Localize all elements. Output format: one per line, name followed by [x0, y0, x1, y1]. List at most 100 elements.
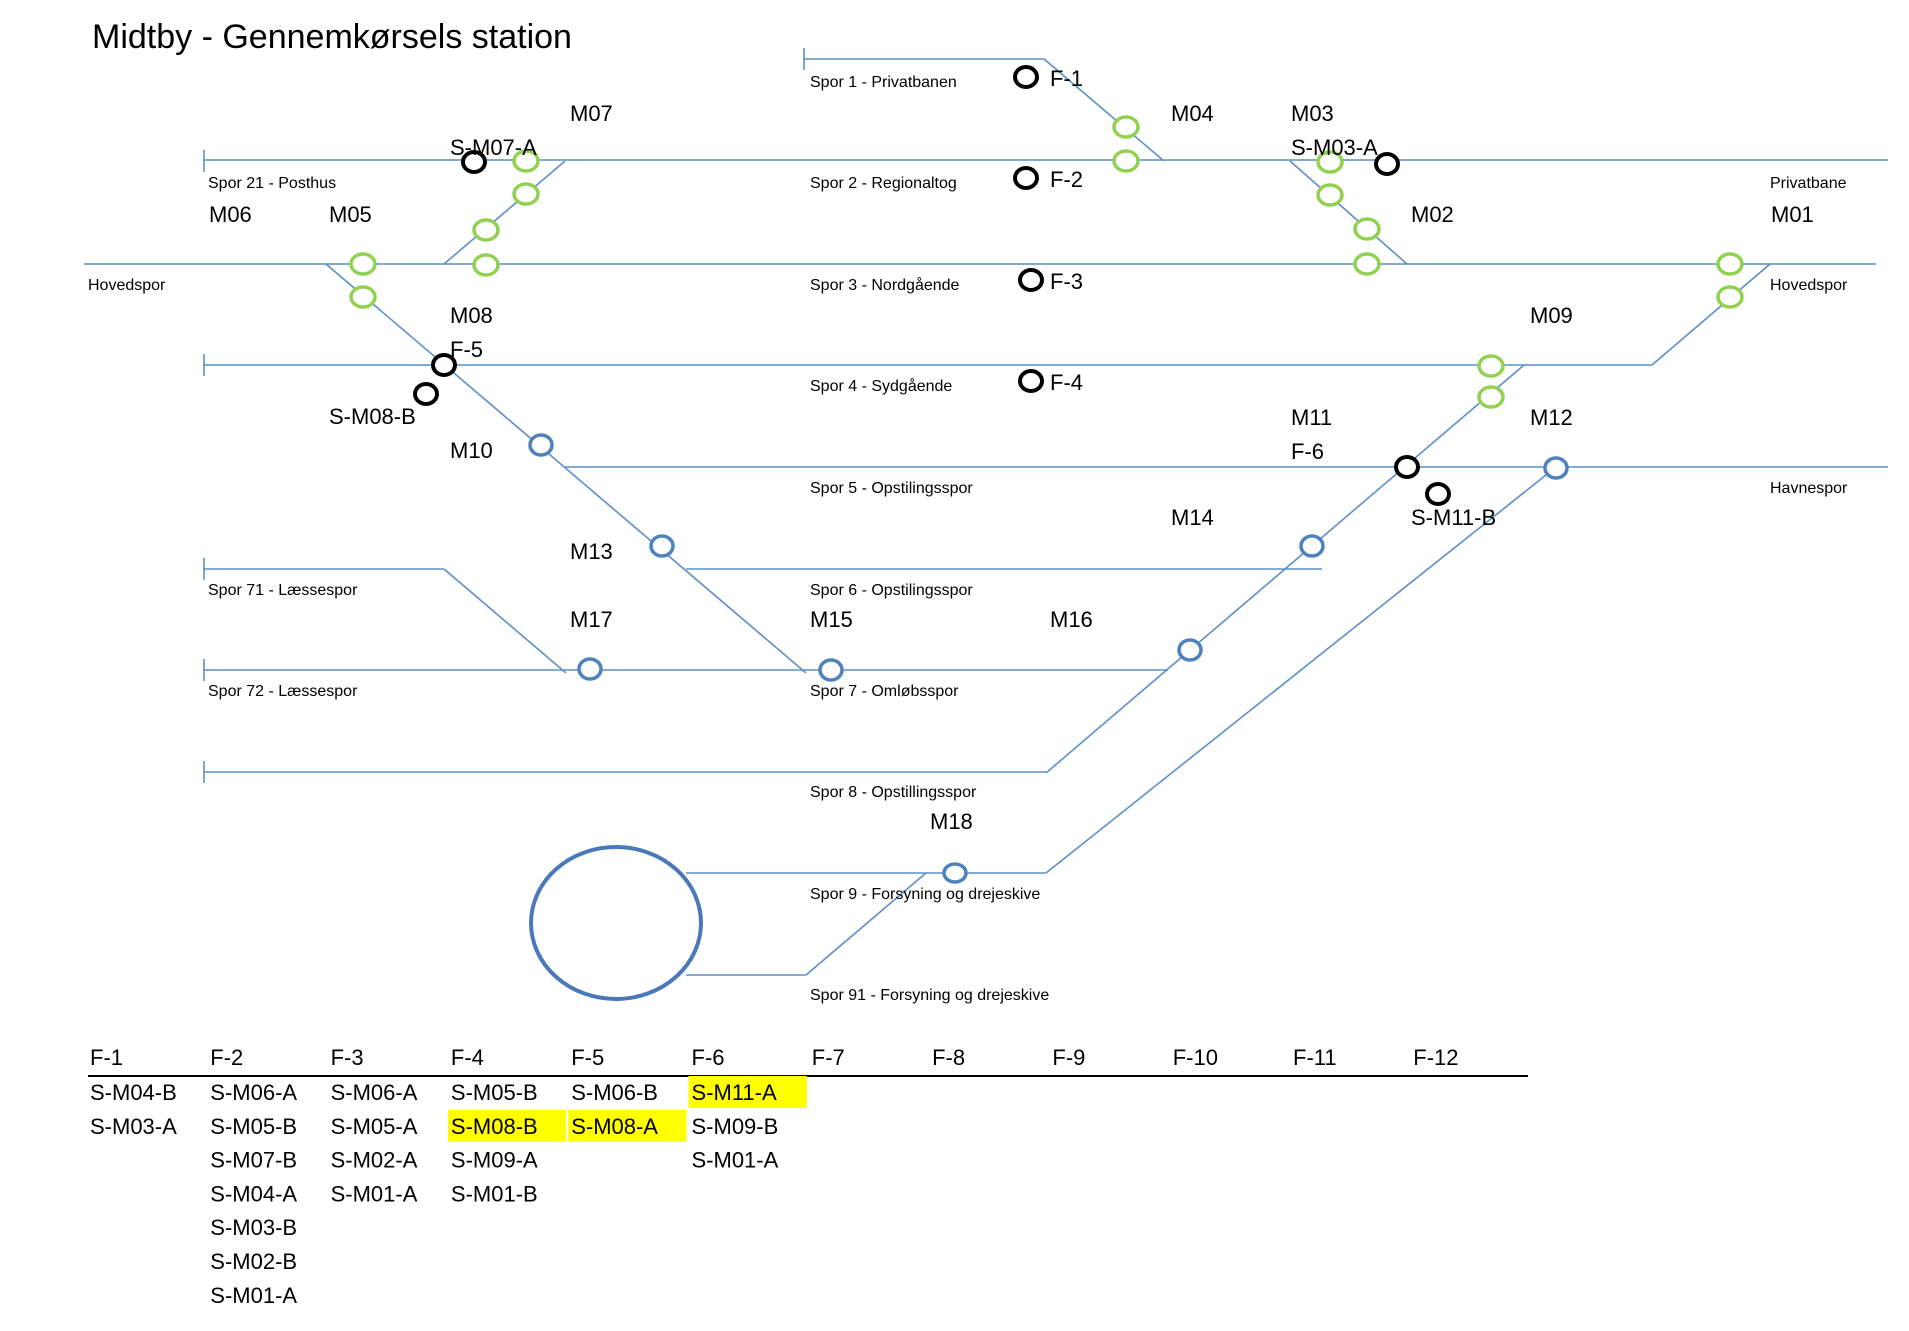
switch-label-m07: M07 [570, 101, 613, 126]
signal-f1-marker[interactable] [1013, 65, 1039, 89]
track-label-spor5: Spor 5 - Opstilingsspor [810, 480, 973, 497]
table-header-f-1: F-1 [90, 1045, 123, 1070]
page-title: Midtby - Gennemkørsels station [92, 18, 572, 56]
side-label-privatbane: Privatbane [1770, 175, 1847, 192]
switch-m04-marker[interactable] [1112, 149, 1140, 173]
table-header-f-2: F-2 [210, 1045, 243, 1070]
signal-label-f4: F-4 [1050, 370, 1083, 395]
table-cell: S-M06-A [331, 1080, 418, 1105]
switch-m18-marker[interactable] [942, 862, 968, 884]
switch-m05-marker[interactable] [472, 218, 500, 242]
switch-m02-marker[interactable] [1353, 252, 1381, 276]
switch-m02-marker[interactable] [1353, 217, 1381, 241]
signal-s-m07-a-marker[interactable] [461, 150, 487, 174]
signal-f6-marker[interactable] [1394, 455, 1420, 479]
signal-f2-marker[interactable] [1013, 166, 1039, 190]
signal-s-m03-a-marker[interactable] [1374, 152, 1400, 176]
switch-labels: M01 M02 M03 M04 M05 M06 M07 M08 M09 M10 … [209, 101, 1814, 834]
table-cell: S-M05-B [210, 1114, 297, 1139]
switch-m01-marker[interactable] [1716, 252, 1744, 276]
table-cell: S-M02-A [331, 1148, 418, 1173]
switch-label-m05: M05 [329, 202, 372, 227]
switch-label-m12: M12 [1530, 405, 1573, 430]
table-cell-highlight [447, 1109, 567, 1142]
table-header-f-6: F-6 [692, 1045, 725, 1070]
table-header-f-7: F-7 [812, 1045, 845, 1070]
switch-m07-marker[interactable] [512, 149, 540, 173]
table-header-f-9: F-9 [1052, 1045, 1085, 1070]
switch-m09-marker[interactable] [1477, 354, 1505, 378]
signal-s-m08-b-marker[interactable] [413, 382, 439, 406]
signal-s-m11-b-marker[interactable] [1425, 482, 1451, 506]
track-m06-diagonal [325, 263, 807, 674]
side-label-hovedspor-left: Hovedspor [88, 277, 166, 294]
track-m12-diagonal [1045, 466, 1557, 874]
track-lines [84, 48, 1888, 976]
signal-labels: F-1 F-2 F-3 F-4 F-5 F-6 S-M07-A S-M03-A … [329, 66, 1496, 530]
track-label-spor72: Spor 72 - Læssespor [208, 683, 358, 700]
track-spor91-connector [805, 872, 927, 976]
switch-m15-marker[interactable] [818, 658, 844, 682]
table-cell: S-M04-A [210, 1181, 297, 1206]
switch-m09-marker[interactable] [1477, 385, 1505, 409]
signal-f5-marker[interactable] [431, 353, 457, 377]
table-header-f-8: F-8 [932, 1045, 965, 1070]
track-label-spor1: Spor 1 - Privatbanen [810, 74, 957, 91]
switch-label-m04: M04 [1171, 101, 1214, 126]
side-labels: Hovedspor Hovedspor Privatbane Havnespor [88, 175, 1848, 497]
switch-m13-marker[interactable] [649, 534, 675, 558]
table-cell: S-M07-B [210, 1148, 297, 1173]
switch-markers-blue [528, 433, 1569, 884]
switch-m01-marker[interactable] [1716, 285, 1744, 309]
switch-label-m18: M18 [930, 809, 973, 834]
switch-label-m11: M11 [1291, 405, 1332, 430]
table-cell: S-M09-A [451, 1148, 538, 1173]
switch-m07-marker[interactable] [512, 182, 540, 206]
track-label-spor8: Spor 8 - Opstillingsspor [810, 784, 977, 801]
switch-m06-marker[interactable] [349, 285, 377, 309]
track-label-spor3: Spor 3 - Nordgående [810, 276, 960, 294]
switch-m04-marker[interactable] [1112, 115, 1140, 139]
track-labels: Spor 1 - Privatbanen Spor 2 - Regionalto… [208, 74, 1049, 1004]
switch-label-m14: M14 [1171, 505, 1214, 530]
table-cell: S-M05-B [451, 1080, 538, 1105]
switch-m06-marker[interactable] [349, 252, 377, 276]
switch-m12-marker[interactable] [1543, 456, 1569, 480]
track-label-spor91: Spor 91 - Forsyning og drejeskive [810, 987, 1049, 1004]
table-cell: S-M03-A [90, 1114, 177, 1139]
track-label-spor2: Spor 2 - Regionaltog [810, 175, 957, 192]
switch-m03-marker[interactable] [1316, 183, 1344, 207]
signal-label-f3: F-3 [1050, 269, 1083, 294]
table-header-f-10: F-10 [1173, 1045, 1218, 1070]
switch-label-m17: M17 [570, 607, 613, 632]
signal-f3-marker[interactable] [1018, 268, 1044, 292]
signal-markers [413, 65, 1451, 506]
track-label-spor6: Spor 6 - Opstilingsspor [810, 582, 973, 599]
signal-f4-marker[interactable] [1018, 369, 1044, 393]
switch-m16-marker[interactable] [1177, 638, 1203, 662]
switch-m17-marker[interactable] [577, 657, 603, 681]
signal-label-s-m11-b: S-M11-B [1411, 505, 1496, 530]
track-m07-connector [443, 160, 566, 265]
signal-label-s-m07-a: S-M07-A [450, 135, 537, 160]
switch-m14-marker[interactable] [1299, 534, 1325, 558]
side-label-havnespor: Havnespor [1770, 480, 1848, 497]
signal-label-f6: F-6 [1291, 439, 1324, 464]
signal-label-f1: F-1 [1050, 66, 1083, 91]
table-cell: S-M08-B [451, 1114, 538, 1139]
switch-m10-marker[interactable] [528, 433, 554, 457]
table-cell: S-M09-B [692, 1114, 779, 1139]
signal-label-f5: F-5 [450, 337, 483, 362]
switch-m05-marker[interactable] [472, 253, 500, 277]
table-cell: S-M01-B [451, 1181, 538, 1206]
switch-label-m10: M10 [450, 438, 493, 463]
table-cell-highlight [568, 1109, 687, 1142]
switch-label-m15: M15 [810, 607, 853, 632]
table-cell: S-M04-B [90, 1080, 177, 1105]
switch-label-m08: M08 [450, 303, 493, 328]
switch-m03-marker[interactable] [1316, 150, 1344, 174]
track-spor1-connector [1043, 58, 1165, 162]
table-cell: S-M02-B [210, 1249, 297, 1274]
table-header-f-5: F-5 [571, 1045, 604, 1070]
